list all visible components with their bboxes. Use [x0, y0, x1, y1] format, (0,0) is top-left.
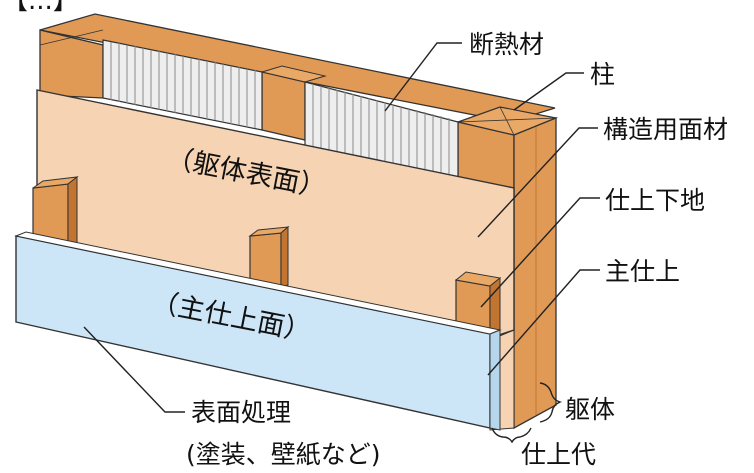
leader-insulation — [384, 42, 462, 112]
column-middle — [261, 71, 306, 141]
leader-structural-panel — [477, 127, 598, 238]
brace-structure — [539, 382, 563, 423]
leader-surface-treatment — [83, 326, 185, 413]
label-insulation: 断熱材 — [469, 30, 544, 59]
leader-column — [513, 72, 584, 111]
label-finish-base: 仕上下地 — [605, 186, 705, 215]
label-structural-panel: 構造用面材 — [603, 115, 728, 144]
leader-main-finish — [487, 269, 600, 376]
leader-lines — [83, 42, 600, 444]
insulation — [102, 39, 459, 191]
brace-finish-allowance — [491, 427, 532, 444]
main-finish-board — [14, 231, 502, 431]
label-column: 柱 — [590, 60, 615, 89]
top-plate — [39, 13, 556, 123]
label-surface-treatment: 表面処理 — [191, 398, 291, 427]
leader-finish-base — [480, 197, 600, 308]
label-structure: 躯体 — [565, 395, 615, 424]
header-fragment: 【...】 — [2, 0, 79, 16]
label-main-finish: 主仕上 — [605, 257, 680, 286]
label-finish-allowance: 仕上代 — [521, 440, 596, 469]
label-surface-treatment-note: (塗装、壁紙など) — [186, 440, 381, 469]
